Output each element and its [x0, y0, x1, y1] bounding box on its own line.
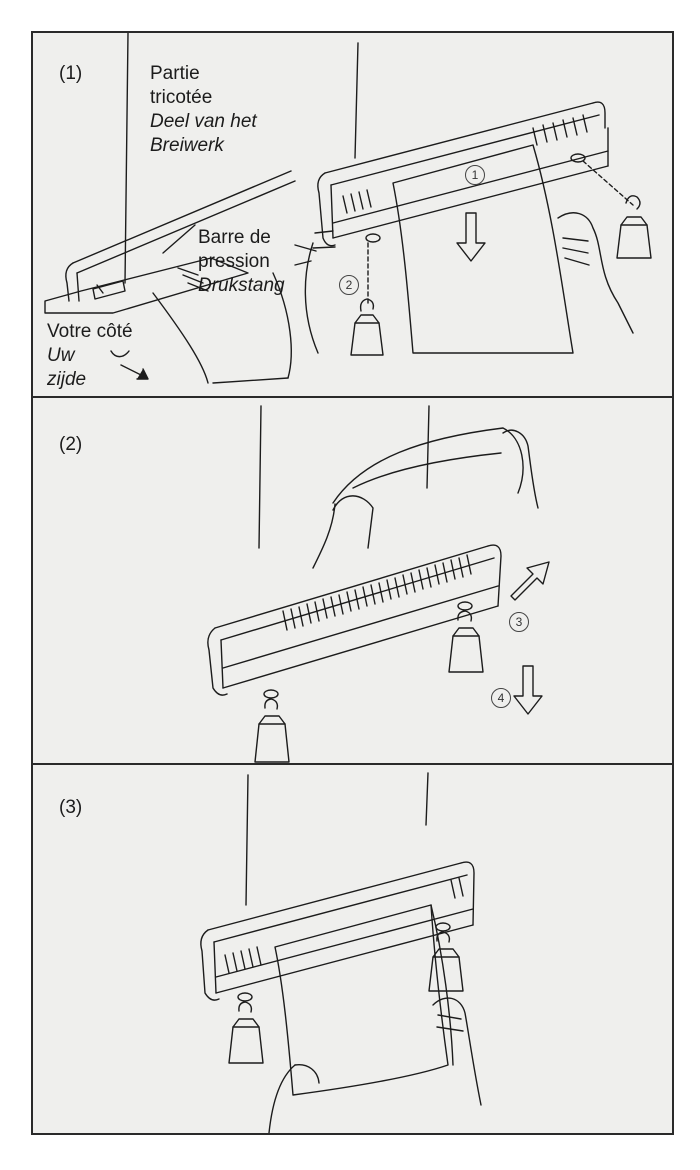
panel-3-illustration: [200, 772, 482, 1133]
knitted-part-label-fr: tricotée: [150, 87, 213, 108]
weight-left: [350, 242, 384, 356]
weight-left: [228, 1001, 264, 1064]
right-hand: [557, 212, 634, 334]
step-marker-3: 3: [509, 612, 529, 632]
panel-number: (3): [59, 797, 83, 818]
machine-edge-line: [124, 33, 129, 284]
left-hand: [268, 1064, 296, 1133]
wall-line: [245, 774, 249, 906]
instruction-figure: (1) Partie tricotée Deel van het Breiwer…: [31, 31, 674, 1135]
your-side-label-fr: Votre côté: [47, 321, 133, 342]
press-bar-label-nl: Drukstang: [198, 275, 285, 296]
knitted-part-label-fr: Partie: [150, 63, 200, 84]
wall-line: [258, 405, 262, 549]
your-side-label-nl: Uw: [47, 345, 75, 366]
knitted-part-label-nl: Deel van het: [150, 111, 257, 132]
right-hand: [432, 997, 482, 1106]
press-bar-label-fr: Barre de: [198, 227, 271, 248]
comb-bar: [207, 544, 502, 699]
weight-right: [582, 160, 652, 259]
panel-2-illustration: [207, 405, 550, 763]
rear-press-bar: [44, 170, 296, 314]
left-hand: [304, 242, 319, 354]
knitted-part-label-nl: Breiwerk: [150, 135, 224, 156]
panel-step-1: (1) Partie tricotée Deel van het Breiwer…: [33, 33, 672, 398]
knitted-fabric: [392, 144, 574, 354]
down-arrow: [456, 212, 486, 262]
panel-step-2: (2) 3 4: [33, 398, 672, 765]
weight-left: [254, 698, 290, 763]
front-comb-bar: [317, 101, 609, 247]
wall-line: [354, 42, 359, 159]
step-marker-4: 4: [491, 688, 511, 708]
panel-step-3: (3): [33, 765, 672, 1133]
down-arrow: [513, 665, 543, 715]
press-bar-label-fr: pression: [198, 251, 270, 272]
weight-right: [428, 931, 464, 992]
left-hand: [332, 495, 374, 549]
step-marker-2: 2: [339, 275, 359, 295]
comb-bar: [200, 861, 475, 1002]
up-arrow: [510, 561, 550, 601]
panel-number: (2): [59, 434, 83, 455]
knitted-fabric: [274, 904, 449, 1096]
right-hand: [502, 429, 539, 509]
step-marker-1: 1: [465, 165, 485, 185]
your-side-label-nl: zijde: [47, 369, 87, 390]
weight-right: [448, 610, 484, 673]
panel-number: (1): [59, 63, 83, 84]
knitted-fabric: [332, 427, 524, 504]
panel-1-illustration: [44, 33, 652, 384]
fabric-fold: [152, 292, 209, 384]
